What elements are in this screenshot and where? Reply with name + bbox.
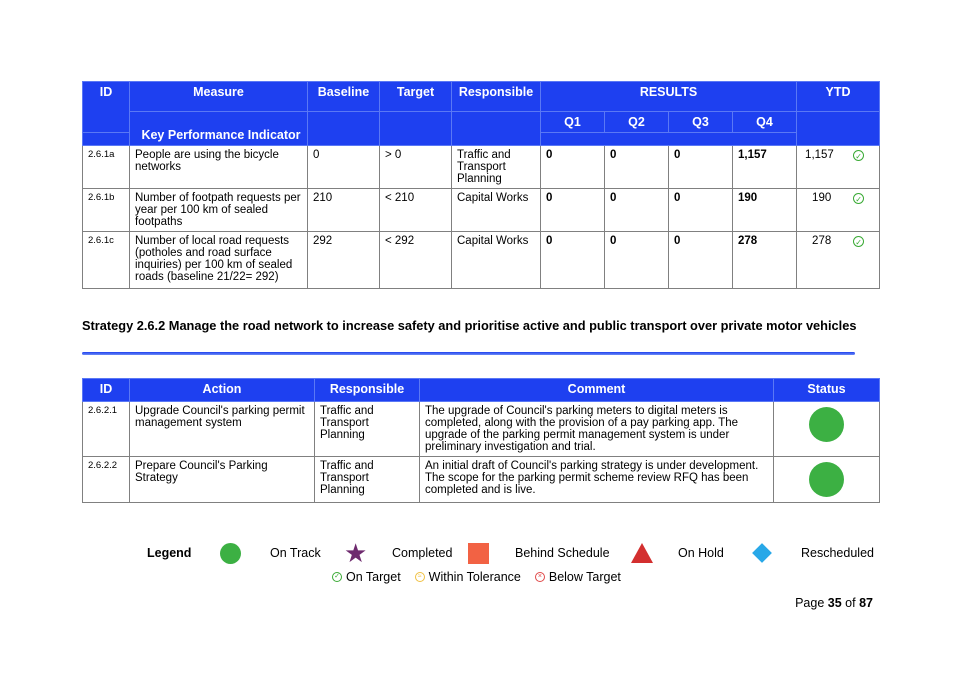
kpi-q2: 0	[604, 188, 669, 232]
header-responsible: Responsible	[451, 81, 541, 112]
kpi-q1: 0	[540, 231, 605, 289]
on-target-icon: ✓	[853, 236, 865, 247]
action-status-cell	[773, 456, 880, 503]
on-target-icon: ✓	[332, 572, 342, 582]
action-table: ID Action Responsible Comment Status 2.6…	[82, 378, 880, 503]
header-target: Target	[379, 81, 452, 112]
kpi-ytd: 278	[812, 235, 832, 247]
strategy-title: Strategy 2.6.2 Manage the road network t…	[82, 318, 857, 333]
header-q4: Q4	[731, 111, 798, 133]
kpi-baseline: 0	[307, 145, 380, 189]
kpi-q3: 0	[668, 145, 733, 189]
table-row: 2.6.2.2 Prepare Council's Parking Strate…	[82, 456, 880, 503]
legend-on-target: On Target	[346, 570, 401, 584]
kpi-ytd-cell: 278 ✓	[796, 231, 881, 289]
legend-below-target: Below Target	[548, 570, 621, 584]
below-target-icon: ×	[534, 572, 545, 582]
legend-on-track: On Track	[270, 546, 321, 560]
kpi-id: 2.6.1b	[82, 188, 130, 232]
legend-behind-schedule: Behind Schedule	[515, 546, 610, 560]
page-of: of	[845, 596, 856, 610]
page-current: 35	[827, 596, 842, 610]
kpi-id: 2.6.1c	[82, 231, 130, 289]
kpi-q2: 0	[604, 145, 669, 189]
header-baseline: Baseline	[307, 81, 380, 112]
kpi-q4: 190	[731, 188, 798, 232]
page-number: Page 35 of 87	[795, 596, 873, 610]
legend-completed: Completed	[392, 546, 453, 560]
kpi-q4: 1,157	[731, 145, 798, 189]
kpi-q1: 0	[540, 145, 605, 189]
rescheduled-diamond-icon	[752, 543, 772, 563]
table-row: 2.6.2.1 Upgrade Council's parking permit…	[82, 401, 880, 457]
legend-title: Legend	[147, 546, 192, 560]
kpi-ytd: 1,157	[805, 149, 834, 161]
kpi-target: > 0	[379, 145, 452, 189]
action-comment: An initial draft of Council's parking st…	[419, 456, 774, 503]
kpi-ytd-cell: 1,157 ✓	[796, 145, 881, 189]
strategy-divider	[82, 352, 855, 355]
header-id: ID	[82, 378, 130, 402]
on-track-icon	[220, 542, 241, 564]
kpi-responsible: Capital Works	[451, 231, 541, 289]
action-comment: The upgrade of Council's parking meters …	[419, 401, 774, 457]
kpi-q2: 0	[604, 231, 669, 289]
header-action: Action	[129, 378, 315, 402]
header-status: Status	[773, 378, 880, 402]
action-name: Prepare Council's Parking Strategy	[129, 456, 315, 503]
legend-on-hold: On Hold	[678, 546, 724, 560]
kpi-q1: 0	[540, 188, 605, 232]
within-tolerance-icon: ≈	[414, 572, 425, 582]
on-target-icon: ✓	[853, 150, 865, 161]
header-kpi: Key Performance Indicator	[129, 111, 308, 146]
action-responsible: Traffic and Transport Planning	[314, 456, 420, 503]
table-row: 2.6.1b Number of footpath requests per y…	[82, 188, 881, 232]
action-name: Upgrade Council's parking permit managem…	[129, 401, 315, 457]
kpi-q3: 0	[668, 231, 733, 289]
page-total: 87	[859, 596, 873, 610]
target-legend: ✓ On Target ≈Within Tolerance ×Below Targ…	[332, 570, 621, 584]
kpi-responsible: Capital Works	[451, 188, 541, 232]
legend-rescheduled: Rescheduled	[801, 546, 874, 560]
completed-star-icon: ★	[344, 538, 368, 568]
kpi-q4: 278	[731, 231, 798, 289]
kpi-measure: People are using the bicycle networks	[129, 145, 308, 189]
action-id: 2.6.2.1	[82, 401, 130, 457]
on-track-icon	[809, 462, 844, 497]
action-status-cell	[773, 401, 880, 457]
legend: Legend On Track ★ Completed Behind Sched…	[82, 540, 879, 566]
kpi-ytd: 190	[812, 192, 832, 204]
header-q1: Q1	[540, 111, 605, 133]
action-id: 2.6.2.2	[82, 456, 130, 503]
table-row: 2.6.1a People are using the bicycle netw…	[82, 145, 881, 189]
on-target-icon: ✓	[853, 193, 865, 204]
header-ytd: YTD	[796, 81, 881, 112]
on-hold-triangle-icon	[631, 543, 653, 563]
header-q3: Q3	[668, 111, 733, 133]
kpi-q3: 0	[668, 188, 733, 232]
legend-within-tolerance: Within Tolerance	[428, 570, 521, 584]
kpi-measure: Number of footpath requests per year per…	[129, 188, 308, 232]
kpi-baseline: 210	[307, 188, 380, 232]
header-responsible: Responsible	[314, 378, 420, 402]
kpi-id: 2.6.1a	[82, 145, 130, 189]
header-measure: Measure	[129, 81, 308, 112]
page-prefix: Page	[795, 596, 825, 610]
action-responsible: Traffic and Transport Planning	[314, 401, 420, 457]
header-q2: Q2	[604, 111, 669, 133]
header-comment: Comment	[419, 378, 774, 402]
on-track-icon	[809, 407, 844, 442]
header-id: ID	[82, 81, 130, 133]
kpi-baseline: 292	[307, 231, 380, 289]
kpi-measure: Number of local road requests (potholes …	[129, 231, 308, 289]
kpi-target: < 210	[379, 188, 452, 232]
behind-schedule-icon	[468, 542, 489, 564]
table-row: 2.6.1c Number of local road requests (po…	[82, 231, 881, 289]
kpi-table: ID Measure Baseline Target Responsible R…	[82, 81, 881, 289]
kpi-responsible: Traffic and Transport Planning	[451, 145, 541, 189]
kpi-target: < 292	[379, 231, 452, 289]
kpi-ytd-cell: 190 ✓	[796, 188, 881, 232]
header-results: RESULTS	[539, 81, 798, 112]
